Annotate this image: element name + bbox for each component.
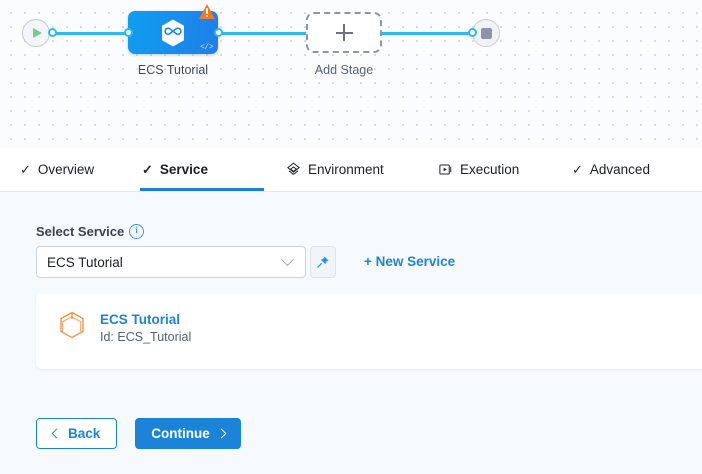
pin-service-button[interactable] <box>310 246 336 278</box>
tab-advanced[interactable]: ✓ Advanced <box>570 148 652 191</box>
back-button[interactable]: Back <box>36 418 118 449</box>
back-button-label: Back <box>68 426 101 441</box>
stage-node-ecs-tutorial[interactable]: </> <box>128 4 218 54</box>
continue-button[interactable]: Continue <box>135 418 241 449</box>
cube-icon <box>60 311 84 339</box>
pin-icon <box>317 256 329 268</box>
service-select[interactable]: ECS Tutorial <box>36 246 306 278</box>
service-card-id: Id: ECS_Tutorial <box>100 330 192 344</box>
play-box-icon <box>439 164 452 175</box>
form-footer-buttons: Back Continue <box>36 418 241 449</box>
tab-environment[interactable]: Environment <box>284 148 386 191</box>
harness-hexagon-logo <box>162 19 184 46</box>
pipeline-canvas[interactable]: </> ECS Tutorial Add Stage <box>0 0 702 148</box>
add-stage-label: Add Stage <box>314 63 374 77</box>
stage-tabs-bar: ✓ Overview ✓ Service Environment Executi… <box>0 148 702 192</box>
service-card-title[interactable]: ECS Tutorial <box>100 312 181 327</box>
service-card[interactable]: ECS Tutorial Id: ECS_Tutorial <box>36 294 702 369</box>
tab-overview[interactable]: ✓ Overview <box>18 148 96 191</box>
chevron-down-icon <box>281 252 294 266</box>
pipeline-start-node[interactable] <box>22 19 50 47</box>
check-icon: ✓ <box>142 162 153 177</box>
tab-environment-label: Environment <box>308 162 384 177</box>
tab-service-label: Service <box>159 162 208 177</box>
continue-button-label: Continue <box>151 426 210 441</box>
service-select-value: ECS Tutorial <box>47 254 123 270</box>
stage-node-label: ECS Tutorial <box>137 63 209 77</box>
select-service-label: Select Service <box>36 224 125 239</box>
add-stage-node[interactable] <box>306 12 382 53</box>
check-icon: ✓ <box>20 162 31 177</box>
check-icon: ✓ <box>572 162 583 177</box>
plus-icon-vertical <box>343 24 345 41</box>
connector-line-stage-to-add <box>218 32 306 35</box>
chevron-right-icon <box>216 428 227 439</box>
new-service-link[interactable]: + New Service <box>364 254 456 269</box>
connector-dot-end-in <box>468 28 477 37</box>
layers-icon <box>287 162 300 176</box>
stop-square-icon <box>480 27 492 39</box>
tab-service[interactable]: ✓ Service <box>140 148 264 191</box>
play-icon <box>33 28 42 38</box>
select-service-label-group: Select Service i <box>36 224 145 239</box>
chevron-left-icon <box>51 428 62 439</box>
connector-line-start-to-stage <box>52 32 128 35</box>
code-brackets-icon: </> <box>200 43 213 52</box>
connector-dot-stage-in <box>124 28 133 37</box>
tab-execution-label: Execution <box>460 162 520 177</box>
connector-line-add-to-end <box>382 32 472 35</box>
tab-advanced-label: Advanced <box>589 162 650 177</box>
tab-overview-label: Overview <box>37 162 95 177</box>
active-tab-underline <box>140 188 264 191</box>
warning-triangle-icon <box>199 4 216 20</box>
connector-dot-start-out <box>48 28 57 37</box>
connector-dot-stage-out <box>214 28 223 37</box>
info-icon[interactable]: i <box>129 224 145 239</box>
tab-execution[interactable]: Execution <box>436 148 521 191</box>
